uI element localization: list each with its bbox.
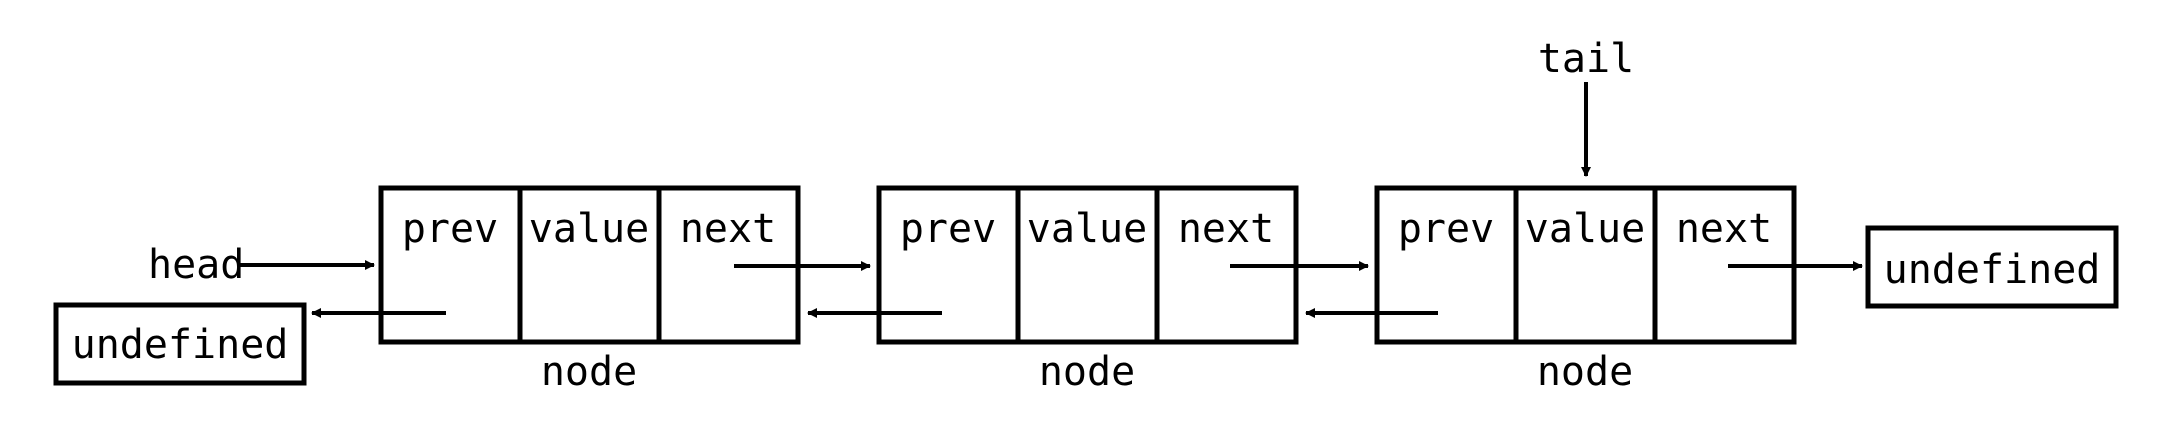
- node-2: prev value next node: [876, 185, 1299, 395]
- null-left-box: [53, 302, 307, 386]
- node-2-caption: node: [1039, 349, 1135, 395]
- tail-label: tail: [1538, 36, 1634, 82]
- node-3-prev-field: prev: [1398, 206, 1494, 252]
- head-label: head: [148, 242, 244, 288]
- node-3: prev value next node: [1374, 185, 1797, 395]
- node-2-value-field: value: [1027, 206, 1147, 252]
- node-1-prev-field: prev: [402, 206, 498, 252]
- null-right-label: undefined: [1884, 247, 2101, 293]
- node-3-next-field: next: [1676, 206, 1772, 252]
- node-1: prev value next node: [378, 185, 801, 395]
- node-1-next-field: next: [680, 206, 776, 252]
- node-2-next-field: next: [1178, 206, 1274, 252]
- node-2-prev-field: prev: [900, 206, 996, 252]
- node-1-value-field: value: [529, 206, 649, 252]
- null-right-box: [1865, 225, 2119, 309]
- node-1-caption: node: [541, 349, 637, 395]
- node-3-value-field: value: [1525, 206, 1645, 252]
- null-left-label: undefined: [72, 322, 289, 368]
- node-3-caption: node: [1537, 349, 1633, 395]
